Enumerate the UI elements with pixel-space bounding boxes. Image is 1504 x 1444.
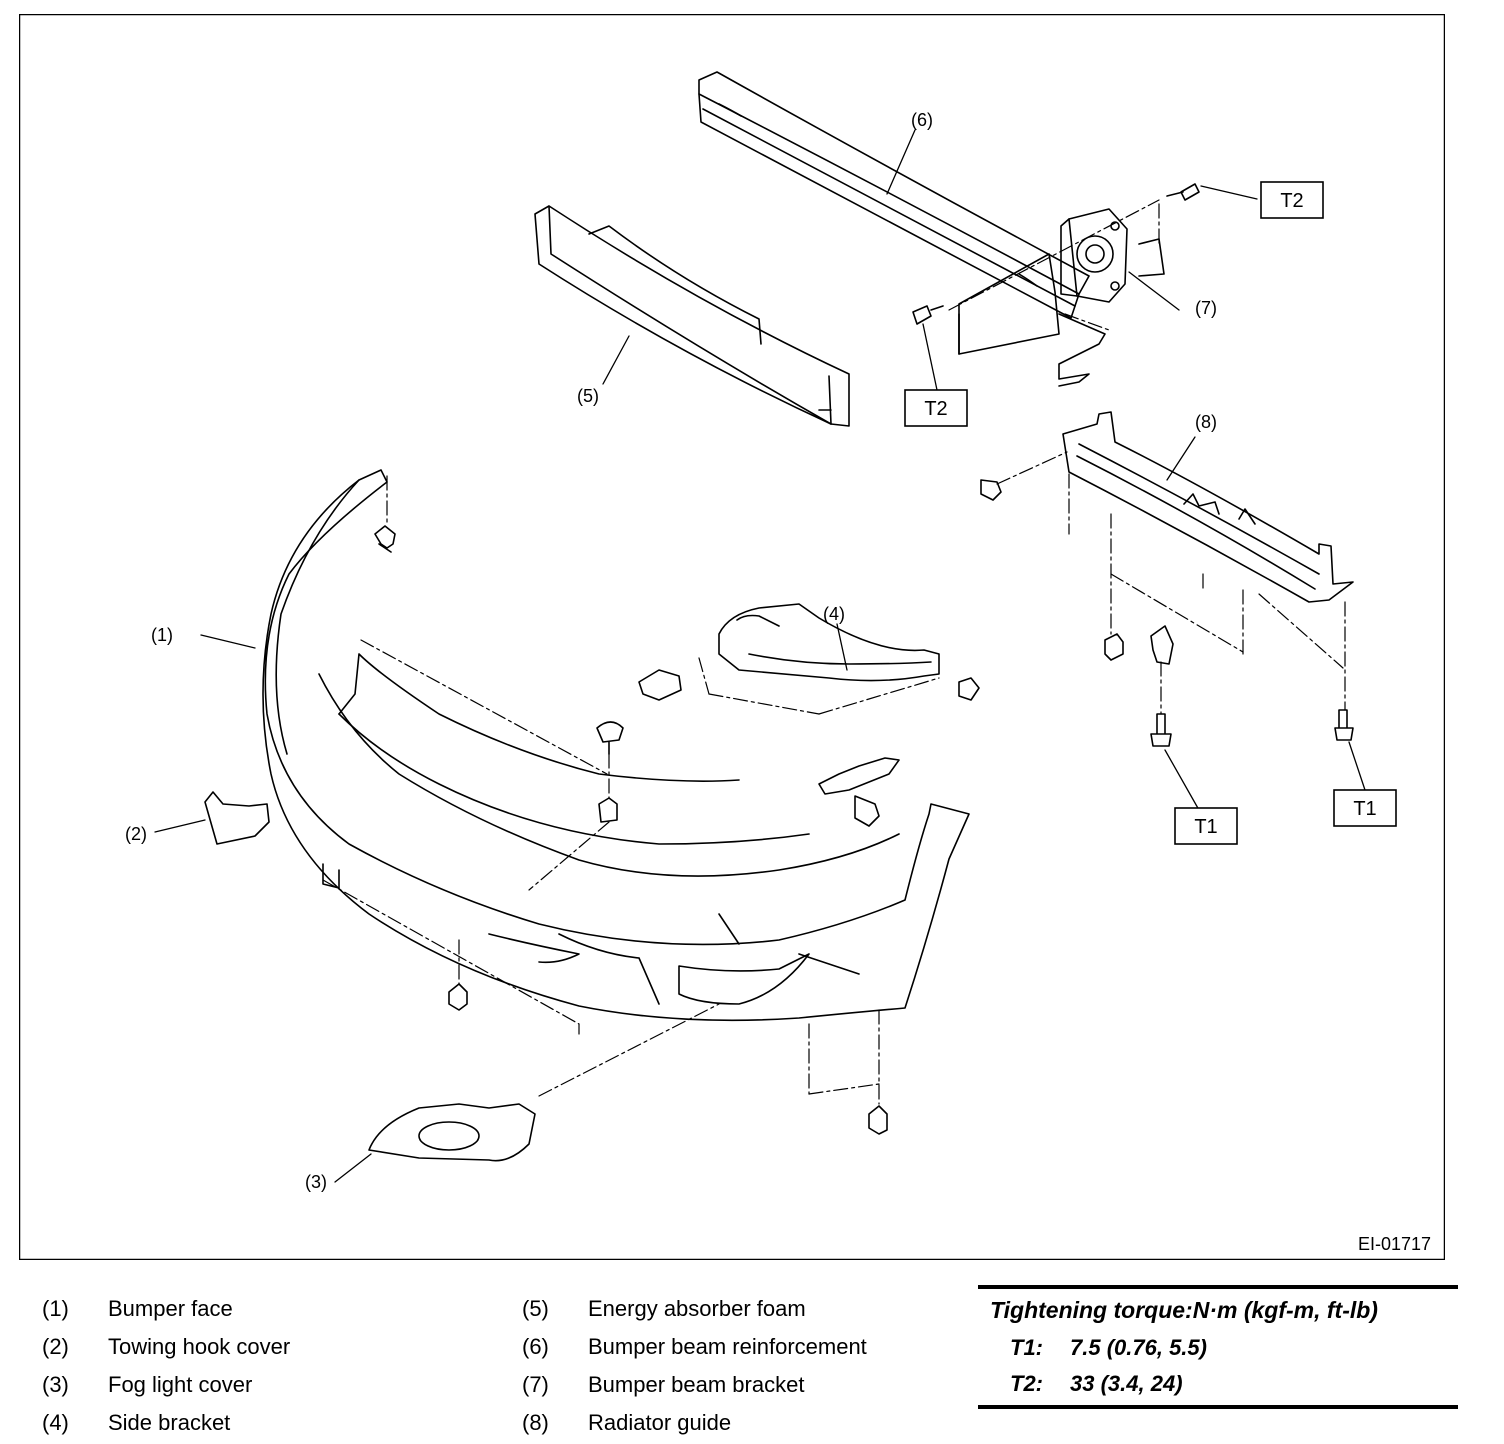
legend-number: (4) xyxy=(42,1410,69,1435)
legend-number: (6) xyxy=(522,1334,549,1359)
legend-number: (8) xyxy=(522,1410,549,1435)
figure-id: EI-01717 xyxy=(1358,1234,1431,1254)
torque-row-t1: T1: 7.5 (0.76, 5.5) xyxy=(1010,1335,1207,1361)
bumper-tab-drawing xyxy=(598,797,618,823)
towing-hook-cover-drawing xyxy=(204,791,270,845)
callout-8: (8) xyxy=(1195,412,1217,432)
bolt-side-bracket-left-drawing xyxy=(638,669,682,701)
torque-box-t1-right: T1 xyxy=(1333,789,1397,827)
fog-light-cover-drawing xyxy=(368,1103,536,1162)
legend-name: Bumper beam bracket xyxy=(588,1372,805,1397)
legend-number: (1) xyxy=(42,1296,69,1321)
torque-table: Tightening torque:N·m (kgf-m, ft-lb) T1:… xyxy=(978,1285,1458,1409)
torque-value: 33 (3.4, 24) xyxy=(1070,1371,1183,1396)
legend-name: Fog light cover xyxy=(108,1372,253,1397)
clip-radiator-guide-lower-drawing xyxy=(1104,633,1124,661)
legend-name: Side bracket xyxy=(108,1410,231,1435)
torque-key: T1: xyxy=(1010,1335,1043,1360)
legend-item: (6) Bumper beam reinforcement xyxy=(522,1328,867,1366)
callout-6: (6) xyxy=(911,110,933,130)
legend-item: (8) Radiator guide xyxy=(522,1404,867,1442)
clip-bumper-center-drawing xyxy=(596,721,624,755)
bumper-beam-bracket-drawing xyxy=(1060,208,1128,303)
bolt-fog-bracket-drawing xyxy=(854,795,880,827)
torque-value: 7.5 (0.76, 5.5) xyxy=(1070,1335,1207,1360)
legend-item: (7) Bumper beam bracket xyxy=(522,1366,867,1404)
legend-name: Radiator guide xyxy=(588,1410,732,1435)
legend-name: Energy absorber foam xyxy=(588,1296,806,1321)
legend-right: (5) Energy absorber foam (6) Bumper beam… xyxy=(522,1290,867,1442)
bolt-t1-right-drawing xyxy=(1334,709,1354,741)
side-bracket-drawing xyxy=(718,603,940,682)
legend-item: (2) Towing hook cover xyxy=(42,1328,290,1366)
legend-left: (1) Bumper face (2) Towing hook cover (3… xyxy=(42,1290,290,1442)
nut-plate-drawing xyxy=(1150,625,1174,665)
radiator-guide-drawing xyxy=(1062,411,1354,603)
torque-key: T2: xyxy=(1010,1371,1043,1396)
clip-bumper-top-drawing xyxy=(374,525,396,553)
callout-3: (3) xyxy=(305,1172,327,1192)
torque-box-t2-upper: T2 xyxy=(1260,181,1324,219)
bumper-face-drawing xyxy=(262,469,970,1022)
legend-name: Towing hook cover xyxy=(108,1334,291,1359)
clip-bumper-bottom-right-drawing xyxy=(868,1105,888,1135)
svg-text:T2: T2 xyxy=(1280,190,1303,212)
energy-absorber-foam-drawing xyxy=(534,205,850,427)
legend-number: (5) xyxy=(522,1296,549,1321)
callout-7: (7) xyxy=(1195,298,1217,318)
assembly-lines xyxy=(322,199,1346,1105)
legend-name: Bumper face xyxy=(108,1296,233,1321)
bolt-t2-lower-drawing xyxy=(912,305,944,325)
legend-item: (5) Energy absorber foam xyxy=(522,1290,867,1328)
bolt-t1-left-drawing xyxy=(1150,713,1172,747)
fog-light-bracket-drawing xyxy=(818,757,900,795)
legend-item: (1) Bumper face xyxy=(42,1290,290,1328)
torque-row-t2: T2: 33 (3.4, 24) xyxy=(1010,1371,1183,1397)
clip-radiator-guide-drawing xyxy=(980,479,1002,501)
legend-item: (4) Side bracket xyxy=(42,1404,290,1442)
torque-box-t1-left: T1 xyxy=(1174,807,1238,845)
leader-lines xyxy=(154,129,1366,1183)
figure-frame xyxy=(19,14,1445,1260)
callout-labels: (1) (2) (3) (4) (5) (6) (7) (8) xyxy=(125,110,1217,1192)
exploded-diagram: (1) (2) (3) (4) (5) (6) (7) (8) T2 T2 T1… xyxy=(19,14,1445,1260)
callout-4: (4) xyxy=(823,604,845,624)
legend-number: (7) xyxy=(522,1372,549,1397)
svg-text:T2: T2 xyxy=(924,398,947,420)
legend-name: Bumper beam reinforcement xyxy=(588,1334,867,1359)
legend-number: (2) xyxy=(42,1334,69,1359)
svg-text:T1: T1 xyxy=(1194,816,1217,838)
bolt-side-bracket-right-drawing xyxy=(958,677,980,701)
svg-text:T1: T1 xyxy=(1353,798,1376,820)
legend-item: (3) Fog light cover xyxy=(42,1366,290,1404)
bolt-t2-upper-drawing xyxy=(1166,183,1200,201)
callout-2: (2) xyxy=(125,824,147,844)
torque-title: Tightening torque:N·m (kgf-m, ft-lb) xyxy=(990,1297,1378,1323)
torque-box-t2-lower: T2 xyxy=(904,389,968,427)
callout-5: (5) xyxy=(577,386,599,406)
bumper-beam-reinforcement-drawing xyxy=(698,71,1090,319)
legend-number: (3) xyxy=(42,1372,69,1397)
callout-1: (1) xyxy=(151,625,173,645)
